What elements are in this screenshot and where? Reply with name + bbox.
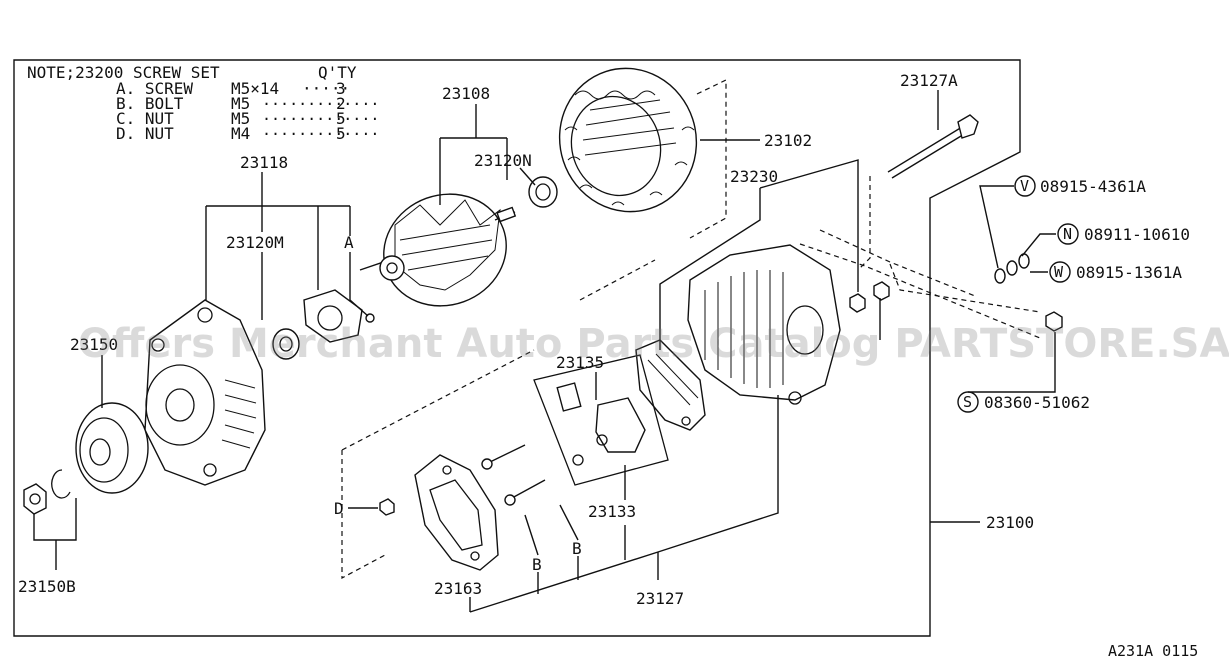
note-header: NOTE;23200 SCREW SET	[27, 63, 220, 82]
pulley-drawing	[75, 402, 149, 494]
pulley-nut-drawing	[23, 469, 71, 515]
regulator-drawing	[533, 354, 669, 486]
callout-v-number: 08915-4361A	[1040, 177, 1146, 196]
label-23100: 23100	[986, 513, 1034, 532]
callout-w-number: 08915-1361A	[1076, 263, 1182, 282]
label-a: A	[344, 233, 354, 252]
note-row-c-dots: ·············	[262, 110, 379, 128]
watermark-text: Offers Merchant Auto Parts Catalog PARTS…	[78, 321, 1229, 367]
label-23135: 23135	[556, 353, 604, 372]
label-23163: 23163	[434, 579, 482, 598]
rectifier-drawing	[635, 339, 706, 431]
rear-bearing-drawing	[272, 328, 300, 360]
label-23120M: 23120M	[226, 233, 284, 252]
label-d: D	[334, 499, 344, 518]
nut-d-drawing	[379, 498, 395, 516]
label-23133: 23133	[588, 502, 636, 521]
callout-n: N 08911-10610	[1057, 223, 1190, 245]
through-bolt-drawing	[887, 114, 979, 179]
callout-n-letter: N	[1063, 225, 1072, 243]
note-row-b-dots: ·············	[262, 95, 379, 113]
callout-s-number: 08360-51062	[984, 393, 1090, 412]
rear-housing-drawing	[687, 244, 841, 405]
label-23127A: 23127A	[900, 71, 958, 90]
note-row-a-name: A. SCREW	[116, 79, 193, 98]
callout-v-letter: V	[1020, 177, 1029, 195]
note-row-b-size: M5	[231, 94, 250, 113]
note-row-c-name: C. NUT	[116, 109, 174, 128]
leader-lines	[33, 90, 1056, 613]
label-23118: 23118	[240, 153, 288, 172]
callout-v: V 08915-4361A	[1014, 175, 1146, 197]
note-row-b-qty: 2	[336, 94, 346, 113]
label-23150: 23150	[70, 335, 118, 354]
screw-set-note: NOTE;23200 SCREW SET Q'TY A. SCREW M5×14…	[27, 63, 379, 143]
hardware-callouts: V 08915-4361A N 08911-10610 W 08915-1361…	[957, 175, 1190, 413]
note-row-a-size: M5×14	[231, 79, 279, 98]
bolts-b-drawing	[481, 444, 546, 506]
callout-w-letter: W	[1054, 263, 1064, 281]
note-row-a-qty: 3	[336, 79, 346, 98]
note-row-b-name: B. BOLT	[116, 94, 184, 113]
callout-w: W 08915-1361A	[1049, 261, 1182, 283]
label-b-left: B	[532, 555, 542, 574]
label-23120N: 23120N	[474, 151, 532, 170]
part-labels: 23108 23102 23127A 23120N 23230 23118 23…	[18, 71, 1034, 608]
stator-drawing	[558, 67, 698, 213]
rear-cover-drawing	[414, 454, 499, 571]
note-qty-header: Q'TY	[318, 63, 357, 82]
label-23108: 23108	[442, 84, 490, 103]
retainer-plate-drawing	[303, 289, 375, 343]
note-row-d-name: D. NUT	[116, 124, 174, 143]
terminal-washers-drawing	[994, 253, 1030, 284]
label-23150B: 23150B	[18, 577, 76, 596]
callout-s-letter: S	[963, 393, 972, 411]
assembly-dashed-lines	[341, 79, 1041, 580]
note-row-d-dots: ·············	[262, 125, 379, 143]
note-row-d-size: M4	[231, 124, 250, 143]
diagram-frame	[13, 59, 1021, 637]
drawing-code: A231A 0115	[1108, 642, 1198, 660]
note-row-c-size: M5	[231, 109, 250, 128]
note-row-a-dots: ·····	[302, 79, 350, 98]
label-23102: 23102	[764, 131, 812, 150]
front-bearing-drawing	[528, 176, 558, 208]
note-row-c-qty: 5	[336, 109, 346, 128]
label-b-right: B	[572, 539, 582, 558]
callout-n-number: 08911-10610	[1084, 225, 1190, 244]
front-housing-drawing	[144, 299, 266, 486]
callout-s: S 08360-51062	[957, 391, 1090, 413]
label-23127: 23127	[636, 589, 684, 608]
label-23230: 23230	[730, 167, 778, 186]
note-row-d-qty: 5	[336, 124, 346, 143]
terminal-nuts-drawing	[849, 281, 1063, 332]
rotor-drawing	[359, 193, 517, 307]
